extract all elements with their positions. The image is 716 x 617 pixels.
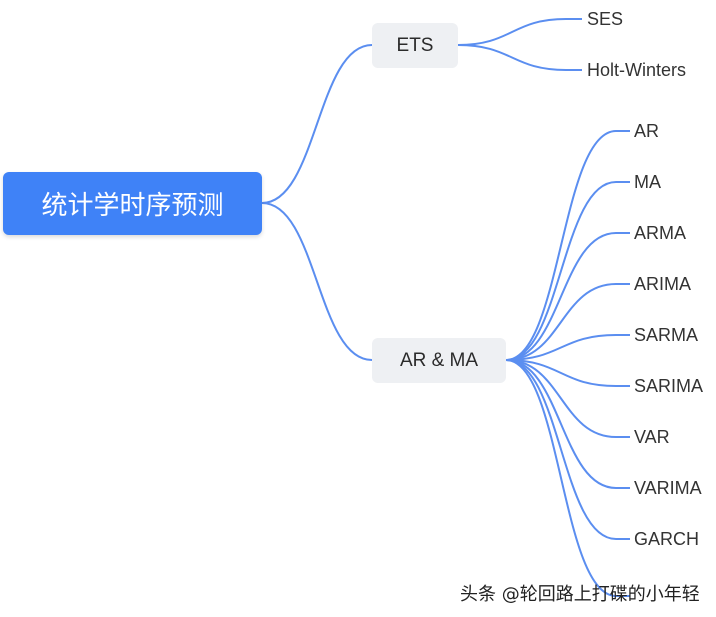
root-label: 统计学时序预测 (41, 191, 224, 221)
branch-label-ar-ma: AR & MA (399, 349, 479, 371)
connector-ar-ma-arima (505, 283, 617, 361)
leaf-sarma[interactable]: SARMA (634, 325, 699, 345)
leaf-sarima[interactable]: SARIMA (634, 376, 704, 396)
connector-ar-ma-var (505, 359, 617, 438)
connector-ets-holt-winters (457, 44, 567, 71)
leaf-var[interactable]: VAR (634, 427, 670, 447)
leaf-garch[interactable]: GARCH (634, 529, 700, 549)
connector-ar-ma-ar (505, 130, 617, 361)
branch-node-ets[interactable]: ETS (372, 23, 458, 68)
connector-root-ar-ma (261, 202, 373, 361)
connector-ar-ma-arma (505, 232, 617, 361)
branch-node-ar-ma[interactable]: AR & MA (372, 338, 506, 383)
leaf-holt-winters[interactable]: Holt-Winters (587, 60, 687, 80)
connector-ar-ma-varima (505, 359, 617, 489)
connector-ar-ma-sarima (505, 359, 617, 387)
leaf-ses[interactable]: SES (587, 9, 624, 29)
watermark: 头条 @轮回路上打碟的小年轻 (460, 584, 700, 605)
leaf-ma[interactable]: MA (634, 172, 661, 192)
connector-ets-ses (457, 18, 567, 46)
connector-ar-ma-last (505, 359, 617, 597)
connector-ar-ma-sarma (505, 334, 617, 361)
leaf-varima[interactable]: VARIMA (634, 478, 702, 498)
connector-ar-ma-garch (505, 359, 617, 540)
root-node[interactable]: 统计学时序预测 (3, 172, 262, 235)
branch-label-ets: ETS (396, 34, 434, 56)
connector-root-ets (261, 44, 373, 204)
leaf-arma[interactable]: ARMA (634, 223, 687, 243)
leaf-ar[interactable]: AR (634, 121, 660, 141)
connector-ar-ma-ma (505, 181, 617, 361)
leaf-arima[interactable]: ARIMA (634, 274, 692, 294)
